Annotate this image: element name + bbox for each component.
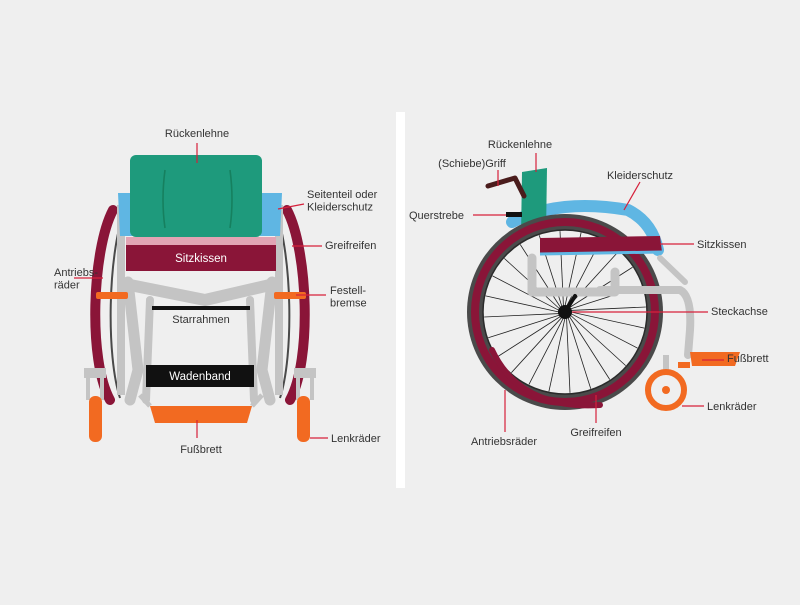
side-frame bbox=[527, 253, 695, 359]
wheel-spoke bbox=[570, 311, 645, 329]
wheel-spoke bbox=[485, 295, 560, 313]
side-label-drive-wheels: Antriebsräder bbox=[471, 436, 537, 448]
wheel-spoke bbox=[570, 306, 646, 311]
front-frame-strap bbox=[152, 306, 250, 310]
side-label-cross-brace: Querstrebe bbox=[409, 210, 464, 222]
front-brake-right bbox=[274, 292, 306, 299]
wheel-spoke bbox=[568, 316, 611, 380]
front-backrest bbox=[130, 155, 262, 237]
view-divider bbox=[396, 112, 405, 488]
front-label-brake: Festell-bremse bbox=[330, 285, 367, 310]
side-label-push-handle: (Schiebe)Griff bbox=[438, 158, 507, 170]
front-label-push-rim: Greifreifen bbox=[325, 240, 376, 252]
wheel-spoke bbox=[567, 251, 619, 308]
wheel-spoke bbox=[497, 315, 561, 358]
front-calf-strap bbox=[146, 365, 254, 387]
side-cross-brace bbox=[506, 212, 522, 217]
wheel-spoke bbox=[548, 317, 566, 392]
side-push-handle bbox=[485, 175, 527, 199]
front-label-drive-wheels: Antriebs-räder bbox=[54, 267, 98, 292]
front-backtube-left bbox=[117, 205, 125, 395]
side-label-footrest: Fußbrett bbox=[727, 353, 769, 365]
side-label-backrest: Rückenlehne bbox=[488, 139, 552, 151]
front-label-seat-cushion: Sitzkissen bbox=[175, 253, 227, 265]
wheel-spoke bbox=[488, 314, 560, 339]
front-label-casters: Lenkräder bbox=[331, 433, 381, 445]
front-label-footrest: Fußbrett bbox=[180, 444, 222, 456]
wheel-spoke bbox=[484, 313, 560, 318]
side-view: Rückenlehne (Schiebe)Griff Querstrebe Kl… bbox=[409, 139, 769, 448]
front-caster-right bbox=[297, 396, 310, 442]
front-leader-lines bbox=[74, 143, 328, 439]
wheel-spoke bbox=[569, 314, 626, 366]
front-seat-cushion-top bbox=[126, 237, 276, 245]
wheel-spoke bbox=[567, 317, 592, 389]
side-leader-lines bbox=[473, 153, 724, 432]
wheel-spoke bbox=[511, 316, 563, 373]
side-label-seat-cushion: Sitzkissen bbox=[697, 239, 747, 251]
front-backtube-right bbox=[275, 205, 283, 395]
front-label-backrest: Rückenlehne bbox=[165, 128, 229, 140]
side-label-clothing-guard: Kleiderschutz bbox=[607, 170, 673, 182]
front-label-calf-strap: Wadenband bbox=[169, 371, 231, 383]
side-push-rim bbox=[489, 347, 603, 409]
side-seat-cushion bbox=[540, 236, 662, 254]
side-caster bbox=[645, 355, 690, 411]
wheel-spoke bbox=[570, 313, 638, 349]
side-label-push-rim: Greifreifen bbox=[570, 427, 621, 439]
front-footrest bbox=[150, 406, 252, 423]
wheel-spoke bbox=[528, 317, 564, 385]
wheel-spoke bbox=[519, 244, 562, 308]
side-footrest bbox=[690, 352, 740, 366]
side-label-quick-release-axle: Steckachse bbox=[711, 306, 768, 318]
side-label-casters: Lenkräder bbox=[707, 401, 757, 413]
wheel-spoke bbox=[566, 317, 571, 393]
front-side-guard-right bbox=[260, 193, 282, 236]
front-label-rigid-frame: Starrahmen bbox=[172, 314, 229, 326]
wheel-spoke bbox=[492, 275, 560, 311]
front-seat-cushion bbox=[126, 245, 276, 271]
front-brake-left bbox=[96, 292, 128, 299]
front-caster-left bbox=[89, 396, 102, 442]
front-caster-forks bbox=[84, 368, 316, 400]
